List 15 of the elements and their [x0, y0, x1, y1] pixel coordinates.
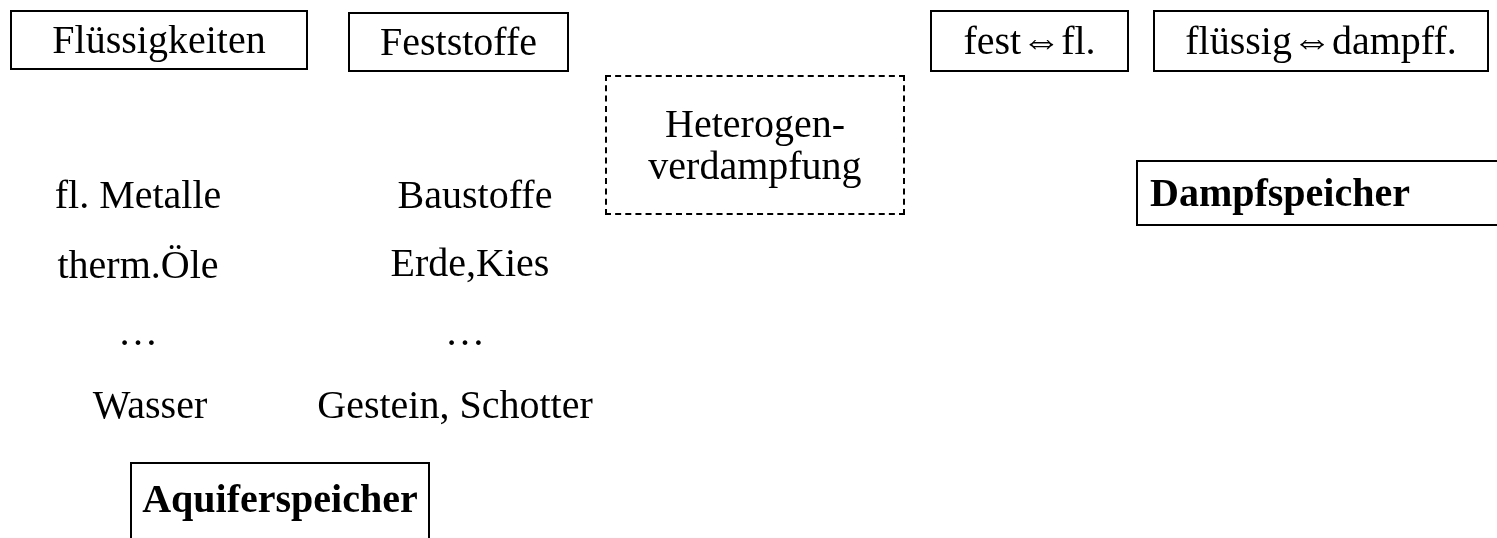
transition-box: flüssig⇔dampff. — [1153, 10, 1489, 72]
storage-box: Dampfspeicher — [1136, 160, 1497, 226]
group-box: Heterogen- verdampfung — [605, 75, 905, 215]
material-label: … — [445, 312, 485, 352]
category-box: Flüssigkeiten — [10, 10, 308, 70]
material-label: Erde,Kies — [390, 243, 550, 283]
material-label: Gestein, Schotter — [317, 385, 593, 425]
material-label: fl. Metalle — [54, 175, 222, 215]
material-label: Wasser — [92, 385, 208, 425]
material-label: … — [118, 312, 158, 352]
material-label: Baustoffe — [397, 175, 553, 215]
transition-box: fest⇔fl. — [930, 10, 1129, 72]
storage-box: Aquiferspeicher — [130, 462, 430, 538]
material-label: therm.Öle — [57, 245, 219, 285]
category-box: Feststoffe — [348, 12, 569, 72]
